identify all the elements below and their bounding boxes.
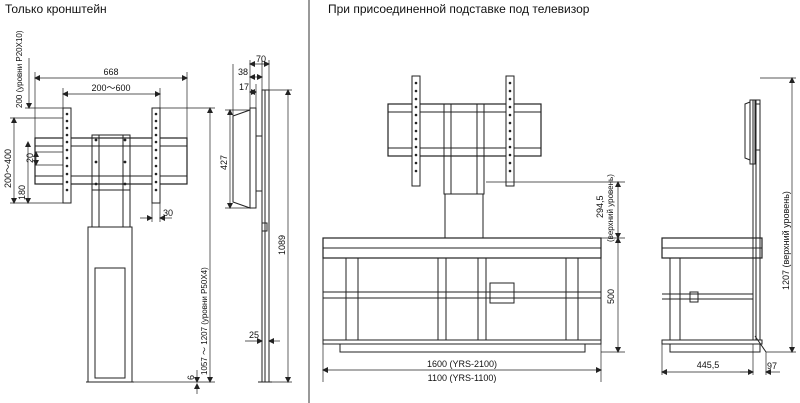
dim-17: 17 [239,82,249,92]
dim-25: 25 [249,330,259,340]
dim-200-400: 200～400 [3,149,13,188]
bracket-front-dimensions [10,58,215,394]
stand-side-dimensions [661,77,796,375]
dim-6: 6 [186,375,196,380]
dim-180: 180 [17,185,27,200]
dim-1100: 1100 (YRS-1100) [428,373,497,383]
caption-with-stand: При присоединенной подставке под телевиз… [328,2,590,16]
dim-1600: 1600 (YRS-2100) [427,359,497,369]
dim-427: 427 [219,155,229,170]
dim-30: 30 [163,208,173,218]
dim-668: 668 [103,67,118,77]
dim-294-5: 294,5 [595,195,605,218]
bracket-side-dimensions [225,60,292,383]
stand-side-view [661,99,767,353]
dim-1089: 1089 [277,235,287,255]
dim-20: 20 [25,153,35,163]
stand-front-view [322,75,602,353]
bracket-side-view [232,89,272,383]
dim-1057-1207: 1057 ～ 1207 (уровни P50X4) [200,267,209,375]
dim-200-p20: 200 (уровни P20X10) [15,30,24,108]
dim-38: 38 [238,67,248,77]
dim-97: 97 [767,361,777,371]
dim-500: 500 [606,289,616,304]
dim-70: 70 [256,54,266,64]
dim-top-level-1: (верхний уровень) [606,174,615,242]
bracket-front-view [34,107,188,383]
stand-front-dimensions [322,181,625,382]
dim-445-5: 445,5 [697,360,720,370]
dim-200-600: 200～600 [91,83,130,93]
caption-bracket-only: Только кронштейн [5,2,107,16]
dim-1207: 1207 (верхний уровень) [781,191,791,290]
